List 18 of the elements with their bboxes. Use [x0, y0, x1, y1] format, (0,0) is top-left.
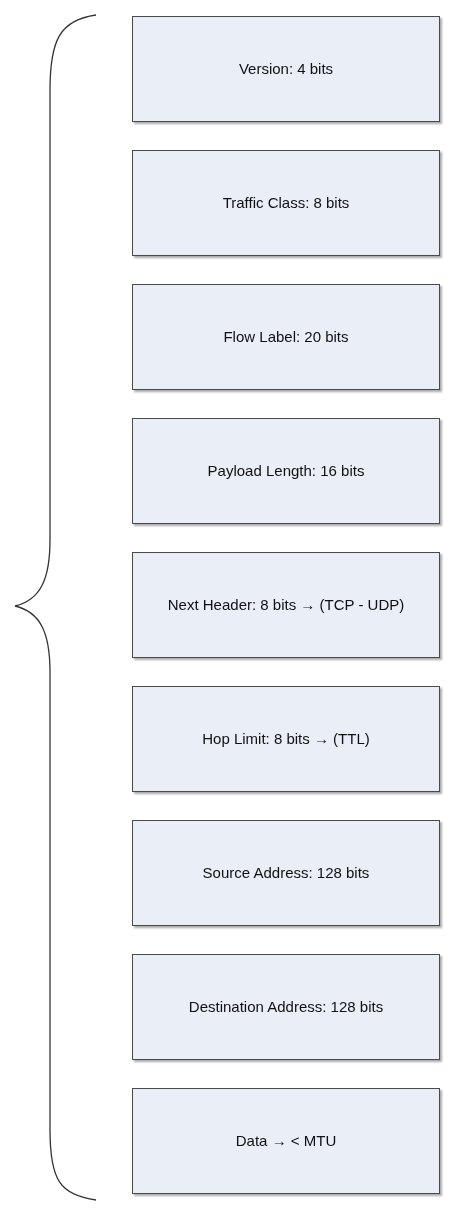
field-label: Hop Limit: 8 bits → (TTL) — [201, 729, 371, 749]
field-label: Data → < MTU — [234, 1131, 338, 1151]
field-label: Next Header: 8 bits → (TCP - UDP) — [166, 595, 406, 615]
field-label: Payload Length: 16 bits — [206, 461, 366, 481]
field-label: Flow Label: 20 bits — [222, 327, 350, 347]
field-box — [132, 1088, 440, 1194]
field-box — [132, 16, 440, 122]
field-label: Destination Address: 128 bits — [187, 997, 385, 1017]
field-box — [132, 820, 440, 926]
field-label: Source Address: 128 bits — [201, 863, 371, 883]
field-box — [132, 418, 440, 524]
field-box — [132, 150, 440, 256]
field-box — [132, 552, 440, 658]
field-box — [132, 954, 440, 1060]
field-box — [132, 686, 440, 792]
field-box — [132, 284, 440, 390]
field-label: Version: 4 bits — [237, 59, 335, 79]
field-label: Traffic Class: 8 bits — [221, 193, 351, 213]
